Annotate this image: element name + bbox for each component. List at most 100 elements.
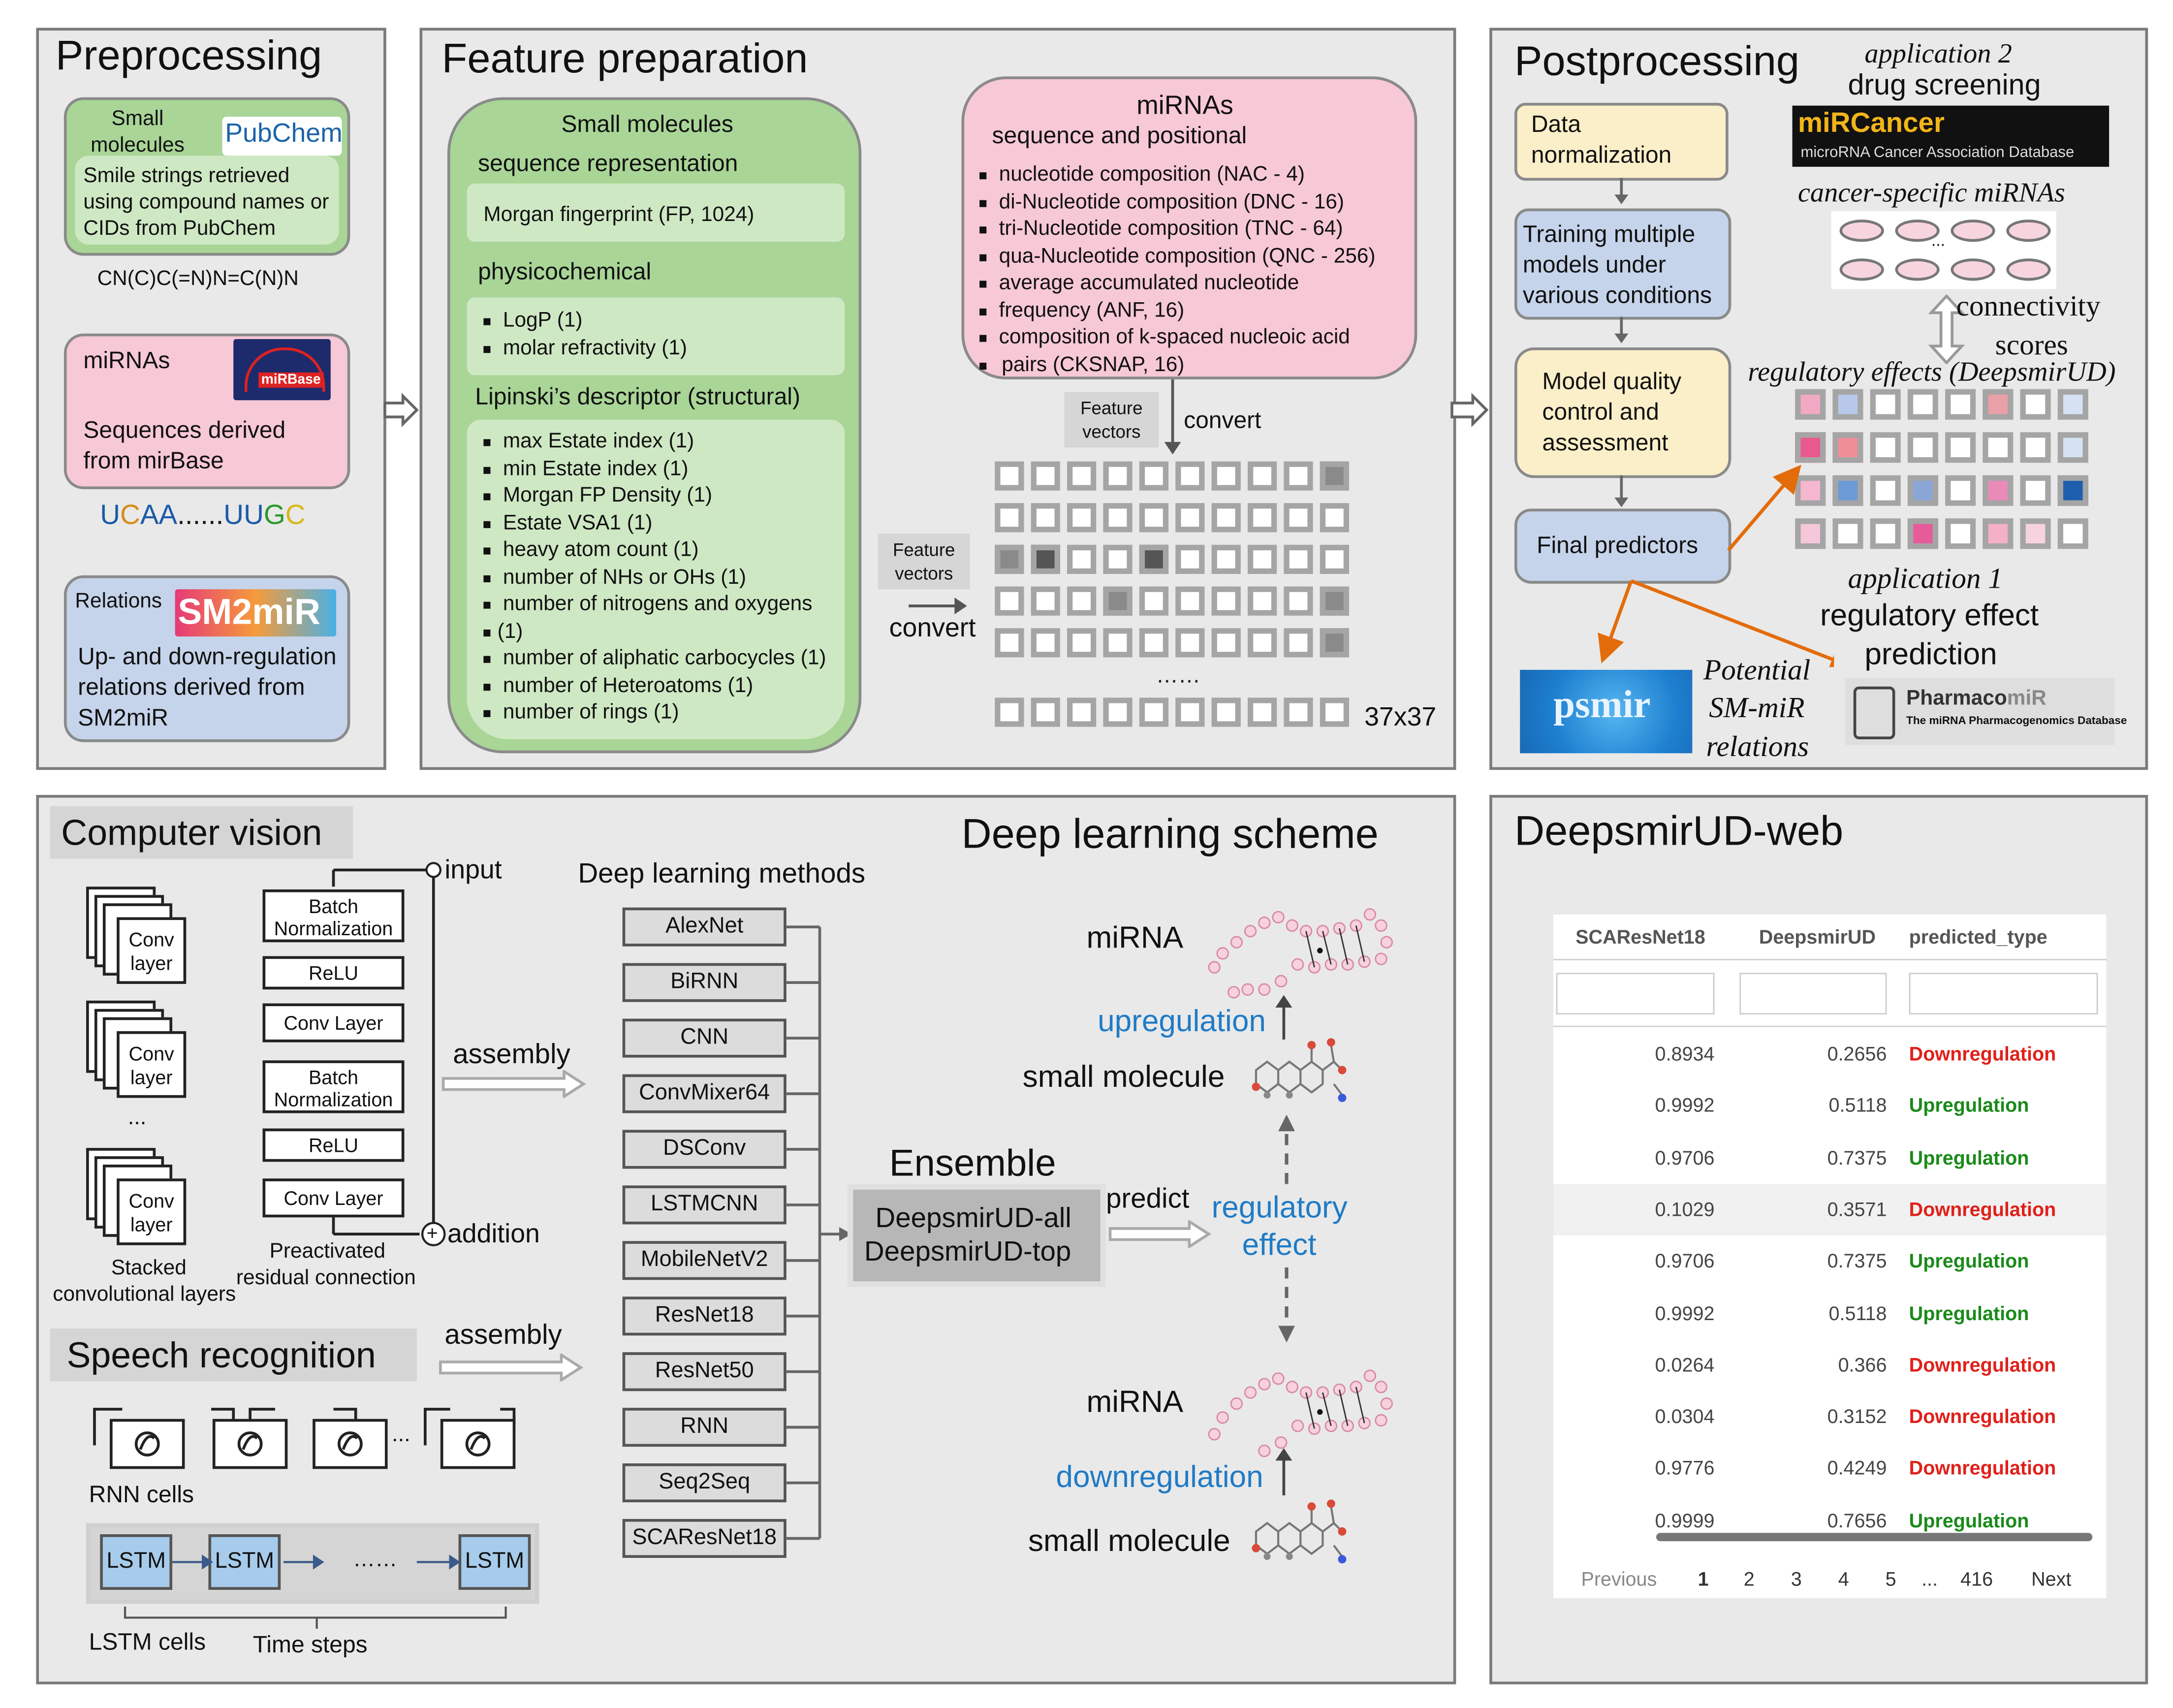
- computer-vision-header: [50, 806, 353, 859]
- ensemble-title: Ensemble: [889, 1142, 1056, 1184]
- mirna-ellipse: [1839, 220, 1884, 242]
- matrix-cell: [1247, 544, 1277, 574]
- filter-input-predicted-type[interactable]: [1909, 973, 2098, 1015]
- methods-title: Deep learning methods: [578, 858, 866, 889]
- regulatory-effect-cell: [1907, 475, 1938, 506]
- method-seq2seq: Seq2Seq: [622, 1463, 787, 1503]
- right-hollow-arrow-icon: [441, 1070, 586, 1098]
- mirna-label-down: miRNA: [1086, 1384, 1184, 1419]
- matrix-cell: [1247, 461, 1277, 491]
- mirna-feature-item: average accumulated nucleotide: [976, 270, 1375, 297]
- matrix-cell: [1284, 503, 1313, 533]
- lipinski-item: number of NHs or OHs (1): [481, 564, 826, 591]
- matrix-cell: [1031, 503, 1060, 533]
- assembly-label-cv: assembly: [453, 1039, 570, 1071]
- matrix-cell: [1320, 461, 1350, 491]
- matrix-cell: [1320, 503, 1350, 533]
- column-header-deepsmirud[interactable]: DeepsmirUD: [1759, 925, 1876, 948]
- application-1-label: application 1: [1848, 561, 2003, 595]
- mirna-ellipse: [1839, 258, 1884, 281]
- pagination-page-last[interactable]: 416: [1960, 1567, 1993, 1590]
- small-molecules-desc-box: [75, 156, 339, 245]
- right-hollow-arrow-icon: [1108, 1220, 1212, 1248]
- psmir-logo-text: psmir: [1553, 684, 1651, 727]
- matrix-cell: [1067, 586, 1097, 616]
- matrix-cell: [1103, 544, 1133, 574]
- filter-input-scaresnet18[interactable]: [1556, 973, 1715, 1015]
- mircancer-logo-text: miRCancer: [1797, 108, 1945, 139]
- method-alexnet: AlexNet: [622, 907, 787, 947]
- step-data-normalization: [1514, 102, 1729, 181]
- filter-input-deepsmirud[interactable]: [1739, 973, 1887, 1015]
- lipinski-item: number of Heteroatoms (1): [481, 672, 826, 699]
- matrix-cell: [1031, 586, 1060, 616]
- column-header-predicted-type[interactable]: predicted_type: [1909, 925, 2047, 948]
- arrow-right-head: [954, 598, 967, 614]
- cell-scaresnet18: 0.9706: [1655, 1249, 1715, 1272]
- matrix-cell: [1139, 628, 1169, 658]
- pagination-page-3[interactable]: 3: [1791, 1567, 1802, 1590]
- method-resnet18: ResNet18: [622, 1297, 787, 1336]
- seq-g: G: [263, 500, 285, 531]
- cell-scaresnet18: 0.9992: [1655, 1094, 1715, 1117]
- pharmacomir-logo-b: miR: [2007, 686, 2047, 710]
- mirna-feature-item: frequency (ANF, 16): [976, 297, 1375, 324]
- cell-predicted-type: Upregulation: [1909, 1509, 2029, 1531]
- method-scaresnet18: SCAResNet18: [622, 1518, 787, 1558]
- ensemble-model-all: DeepsmirUD-all: [875, 1203, 1071, 1234]
- lipinski-item: number of rings (1): [481, 699, 826, 726]
- regulatory-effects-matrix: [1795, 389, 2092, 551]
- residual-connection-lines: [332, 862, 446, 1246]
- cv-block-batch-norm-2: Batch Normalization: [262, 1060, 405, 1113]
- matrix-cell: [1139, 544, 1169, 574]
- regulatory-effect-cell: [1832, 518, 1863, 549]
- small-molecule-label-up: small molecule: [1022, 1059, 1225, 1094]
- lipinski-list: max Estate index (1) min Estate index (1…: [481, 428, 826, 727]
- matrix-cell: [1103, 461, 1133, 491]
- seq-aa: AA: [140, 500, 178, 531]
- matrix-cell: [1247, 503, 1277, 533]
- mirna-feature-item: tri-Nucleotide composition (TNC - 64): [976, 216, 1375, 243]
- method-resnet50: ResNet50: [622, 1352, 787, 1392]
- method-rnn: RNN: [622, 1408, 787, 1447]
- cv-block-batch-norm-1: Batch Normalization: [262, 889, 405, 943]
- rnn-dots: ...: [392, 1423, 410, 1447]
- matrix-cell: [1103, 586, 1133, 616]
- cancer-mirna-ellipsis: ...: [1931, 230, 1946, 251]
- pagination-page-1[interactable]: 1: [1698, 1567, 1709, 1590]
- step-arrow: [1620, 475, 1623, 501]
- horizontal-scrollbar[interactable]: [1656, 1533, 2093, 1542]
- lipinski-item: max Estate index (1): [481, 428, 826, 455]
- potential-label: Potential: [1703, 653, 1811, 687]
- feature-vectors-label-left: Feature vectors: [892, 539, 955, 584]
- pagination-previous[interactable]: Previous: [1581, 1567, 1657, 1590]
- regulatory-effect-cell: [1795, 518, 1826, 549]
- cell-deepsmirud: 0.366: [1838, 1353, 1887, 1376]
- stacked-label-2: convolutional layers: [53, 1282, 236, 1306]
- regulatory-effect-cell: [2057, 518, 2088, 549]
- regulatory-effect-cell: [1945, 518, 1976, 549]
- column-header-scaresnet18[interactable]: SCAResNet18: [1575, 925, 1705, 948]
- cancer-specific-mirnas: cancer-specific miRNAs: [1797, 178, 2065, 209]
- pagination-page-5[interactable]: 5: [1885, 1567, 1896, 1590]
- pagination-page-2[interactable]: 2: [1743, 1567, 1755, 1590]
- pagination-page-4[interactable]: 4: [1838, 1567, 1849, 1590]
- lipinski-item: Estate VSA1 (1): [481, 509, 826, 537]
- matrix-cell: [1247, 697, 1277, 727]
- psmir-logo: [1520, 669, 1693, 754]
- pagination-next[interactable]: Next: [2031, 1567, 2072, 1590]
- regulatory-effect-cell: [1870, 432, 1901, 463]
- matrix-cell: [1175, 461, 1205, 491]
- regulatory-effect-cell: [1795, 389, 1826, 420]
- small-molecules-desc: Smile strings retrieved using compound n…: [83, 164, 329, 241]
